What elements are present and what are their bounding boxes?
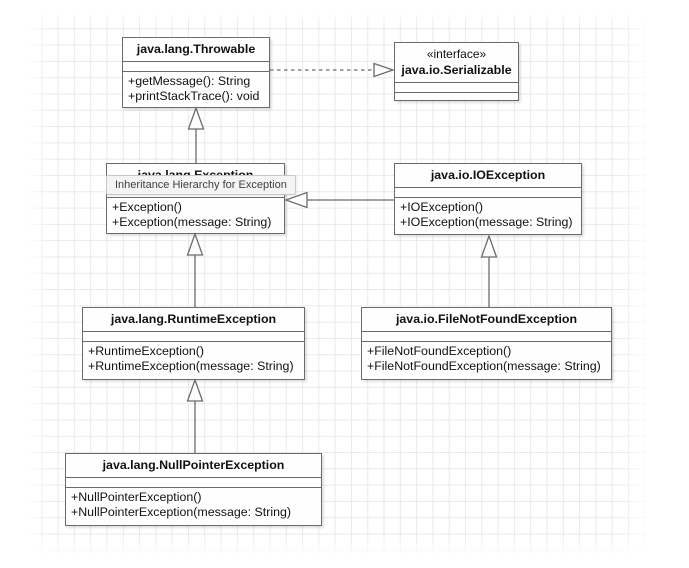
class-node-exception[interactable]: java.lang.Exception +Exception() +Except… xyxy=(106,163,285,234)
class-attributes-compartment xyxy=(123,62,269,72)
class-title: java.io.IOException xyxy=(395,164,581,188)
method-label: +FileNotFoundException(message: String) xyxy=(367,359,601,373)
class-title: java.lang.NullPointerException xyxy=(66,454,321,478)
method-label: +RuntimeException(message: String) xyxy=(88,359,294,373)
class-node-ioexception[interactable]: java.io.IOException +IOException() +IOEx… xyxy=(394,163,582,235)
method-label: +IOException(message: String) xyxy=(400,215,573,229)
class-attributes-compartment xyxy=(362,332,611,342)
class-methods-compartment: +RuntimeException() +RuntimeException(me… xyxy=(83,342,304,379)
interface-stereotype: «interface» xyxy=(426,47,487,61)
class-title: java.io.FileNotFoundException xyxy=(362,308,611,332)
class-methods-compartment: +Exception() +Exception(message: String) xyxy=(107,198,284,233)
method-label: +printStackTrace(): void xyxy=(128,89,260,103)
class-node-runtimeexception[interactable]: java.lang.RuntimeException +RuntimeExcep… xyxy=(82,307,305,380)
class-node-filenotfoundexception[interactable]: java.io.FileNotFoundException +FileNotFo… xyxy=(361,307,612,380)
class-node-nullpointerexception[interactable]: java.lang.NullPointerException +NullPoin… xyxy=(65,453,322,526)
method-label: +FileNotFoundException() xyxy=(367,344,512,358)
method-label: +getMessage(): String xyxy=(128,74,251,88)
class-attributes-compartment xyxy=(395,188,581,198)
class-methods-compartment: +FileNotFoundException() +FileNotFoundEx… xyxy=(362,342,611,379)
class-methods-compartment: +IOException() +IOException(message: Str… xyxy=(395,198,581,234)
method-label: +NullPointerException(message: String) xyxy=(71,505,292,519)
class-methods-compartment: +getMessage(): String +printStackTrace()… xyxy=(123,72,269,107)
method-label: +RuntimeException() xyxy=(88,344,205,358)
method-label: +IOException() xyxy=(400,200,483,214)
class-title: java.lang.Throwable xyxy=(123,38,269,62)
method-label: +Exception(message: String) xyxy=(112,215,272,229)
method-label: +Exception() xyxy=(112,200,182,214)
class-methods-compartment: +NullPointerException() +NullPointerExce… xyxy=(66,488,321,525)
class-title: java.lang.RuntimeException xyxy=(83,308,304,332)
tooltip: Inheritance Hierarchy for Exception xyxy=(106,175,296,195)
class-title: java.io.Serializable xyxy=(401,63,512,77)
method-label: +NullPointerException() xyxy=(71,490,202,504)
class-node-throwable[interactable]: java.lang.Throwable +getMessage(): Strin… xyxy=(122,37,270,108)
class-attributes-compartment xyxy=(107,188,284,198)
class-attributes-compartment xyxy=(83,332,304,342)
class-attributes-compartment xyxy=(66,478,321,488)
interface-header: «interface» java.io.Serializable xyxy=(395,43,518,83)
class-attributes-compartment xyxy=(395,83,518,93)
class-methods-compartment xyxy=(395,93,518,100)
interface-node-serializable[interactable]: «interface» java.io.Serializable xyxy=(394,42,519,101)
